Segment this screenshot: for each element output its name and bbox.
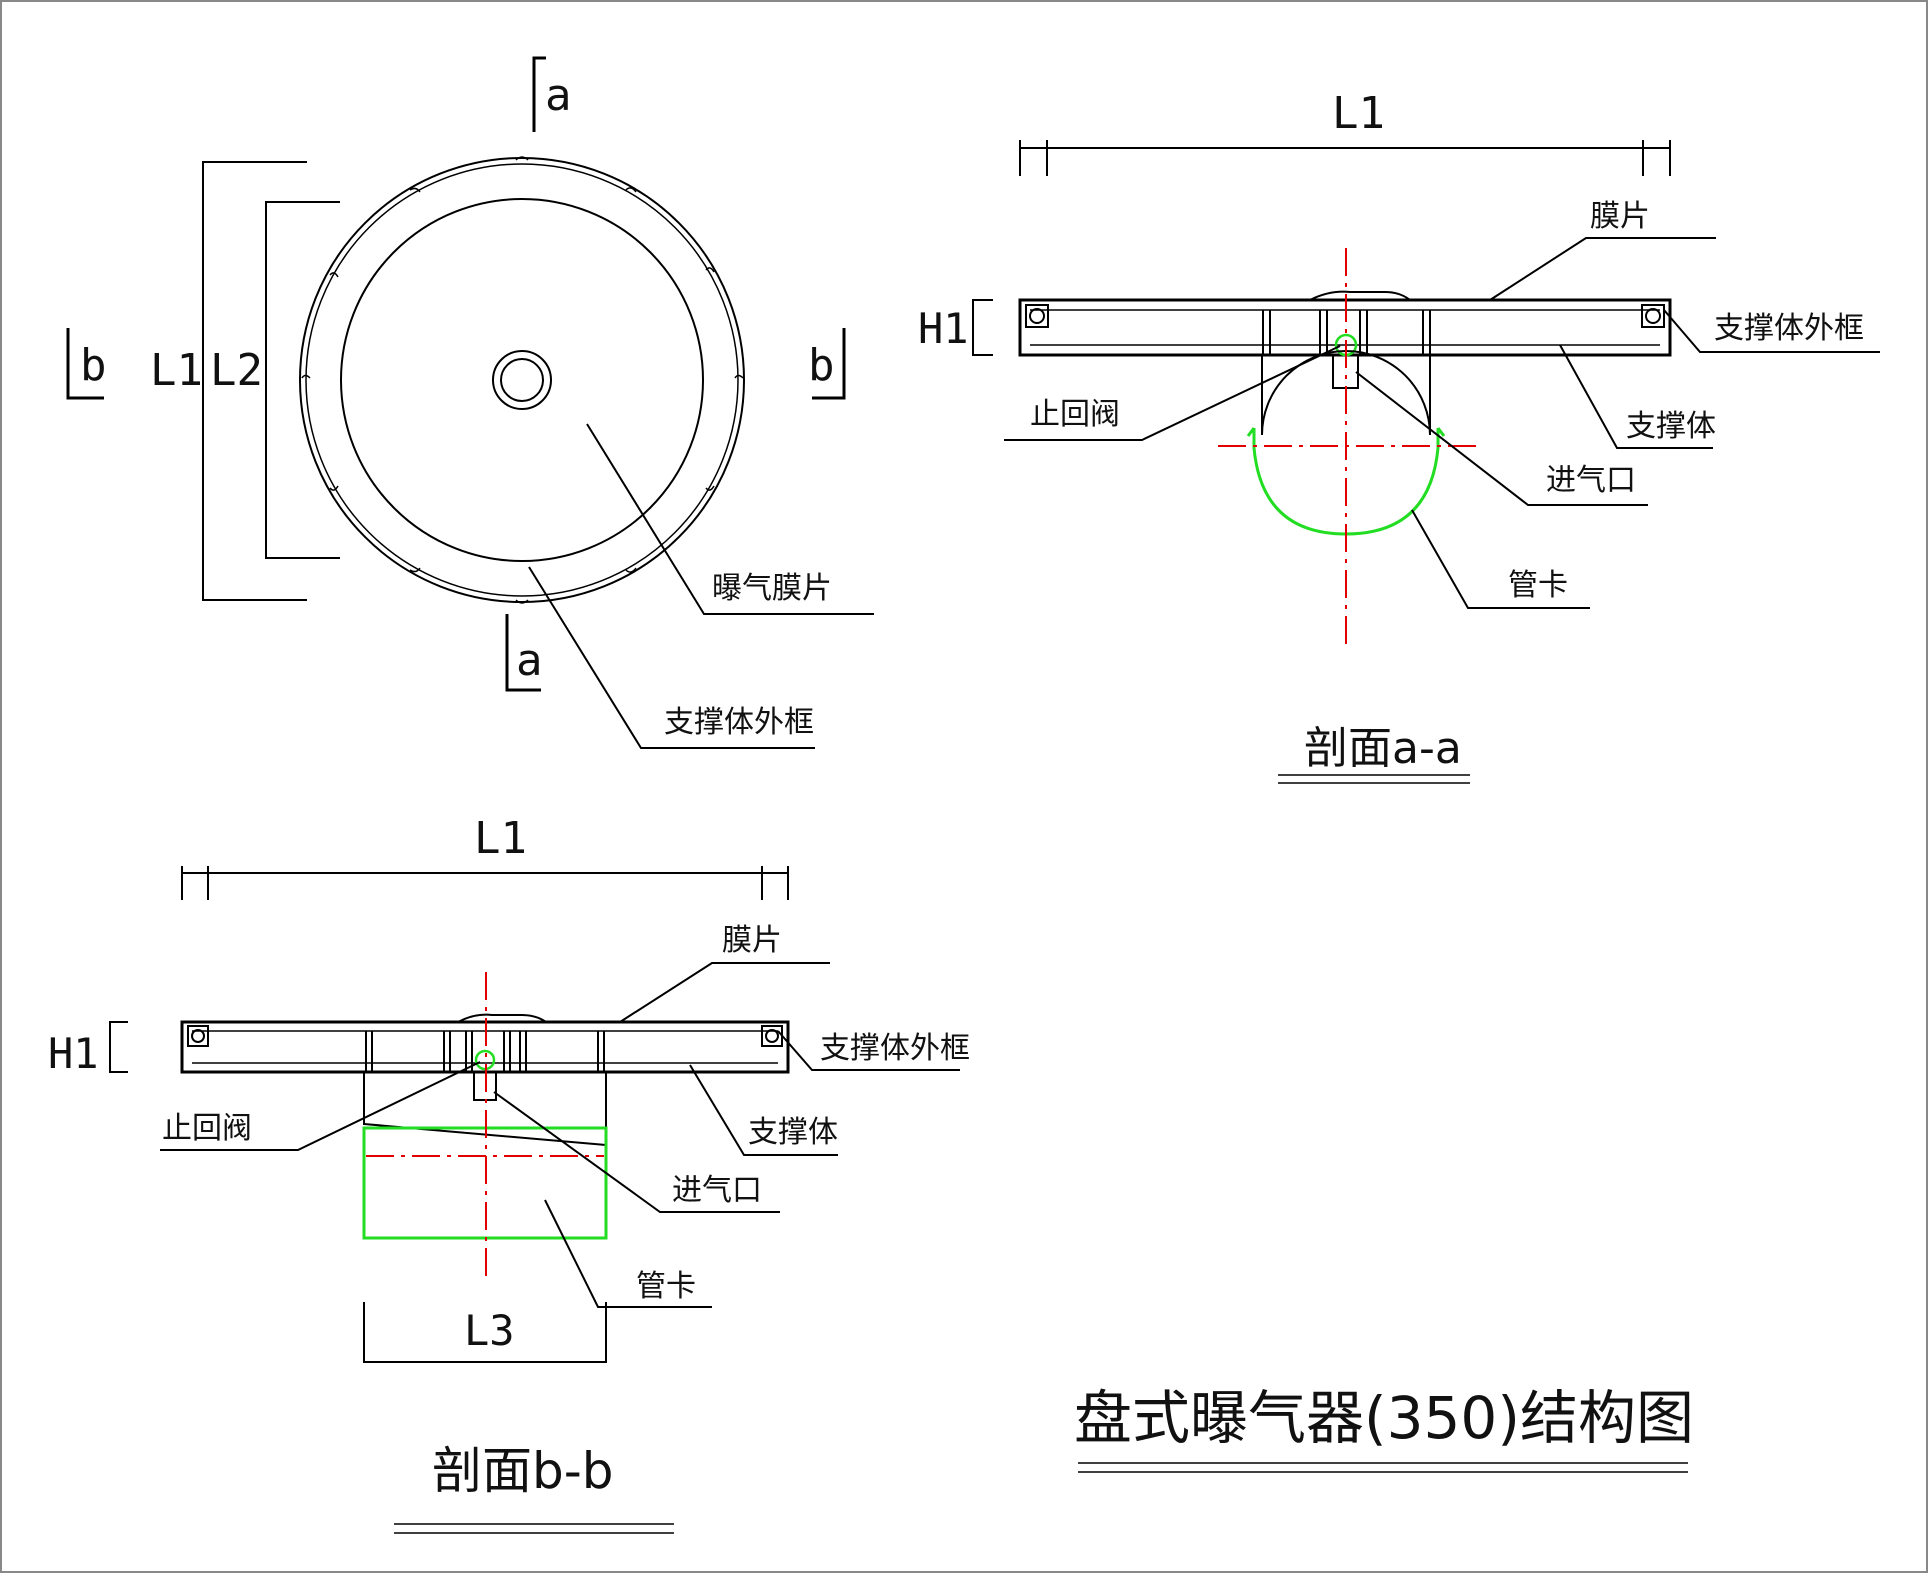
aa-dim-h1-label: H1 [918,304,969,353]
bb-leader-pipe-clamp [544,1199,712,1308]
label-membrane: 曝气膜片 [712,571,832,606]
aa-leader-support [1559,344,1713,449]
bb-dim-l3-bracket [363,1302,607,1363]
section-b-left-marker [66,328,104,400]
aa-label-pipe-clamp: 管卡 [1508,568,1568,603]
aa-membrane-bulge [1309,290,1411,301]
aa-dim-l1-label: L1 [1332,88,1385,139]
bb-dim-l1-label: L1 [474,813,527,864]
dim-l1-label: L1 [150,345,203,396]
bb-membrane-bulge [457,1013,547,1023]
section-b-left-label: b [80,340,107,391]
bb-leader-check-valve [160,1061,481,1151]
center-hub-inner [500,358,544,402]
aa-label-check-valve: 止回阀 [1030,397,1120,432]
aa-leader-check-valve [1004,345,1341,441]
bb-dim-h1-label: H1 [48,1029,99,1078]
section-aa: L1 H1 膜片 [918,88,1880,784]
bb-leader-support [689,1064,838,1156]
dim-l1-bracket [202,161,307,601]
label-outer-frame: 支撑体外框 [664,705,814,740]
aa-dim-h1-bracket [972,299,993,356]
bb-dim-h1-bracket [109,1021,128,1073]
section-a-top-label: a [545,70,572,121]
plan-view: L1 L2 a a b b 曝气膜片 支撑体外框 [66,56,874,749]
aa-label-support: 支撑体 [1626,409,1716,444]
bb-label-outer-frame: 支撑体外框 [820,1031,970,1066]
center-hub-outer [492,350,552,410]
aa-caption: 剖面a-a [1304,723,1462,774]
bb-label-pipe-clamp: 管卡 [636,1269,696,1304]
leader-outer-frame [528,566,815,749]
aa-leader-air-inlet [1355,371,1648,506]
aa-label-air-inlet: 进气口 [1546,463,1636,498]
section-a-bottom-label: a [516,635,543,686]
bb-leader-membrane [619,962,830,1023]
section-a-bottom-marker [505,614,541,692]
bb-caption: 剖面b-b [432,1442,614,1500]
aa-label-outer-frame: 支撑体外框 [1714,311,1864,346]
section-a-top-marker [532,56,546,132]
section-b-right-label: b [808,340,835,391]
bb-label-check-valve: 止回阀 [162,1111,252,1146]
section-bb: L1 H1 L3 膜片 [48,813,970,1534]
leader-membrane [586,423,874,615]
dim-l2-label: L2 [210,345,263,396]
membrane-circle [340,198,704,562]
drawing-title: 盘式曝气器(350)结构图 [1074,1384,1694,1452]
aa-leader-pipe-clamp [1411,509,1590,609]
rim-notches [301,156,744,604]
bb-leader-air-inlet [493,1091,780,1213]
aa-label-membrane: 膜片 [1590,199,1650,234]
bb-label-air-inlet: 进气口 [672,1173,762,1208]
bb-leader-outer-frame [777,1030,960,1071]
section-b-right-marker [812,328,846,400]
outer-frame-circle [299,157,745,603]
outer-frame-inner-circle [305,163,739,597]
bb-dim-l3-label: L3 [464,1306,515,1355]
aa-leader-outer-frame [1663,309,1880,353]
bb-label-membrane: 膜片 [722,923,782,958]
bb-label-support: 支撑体 [748,1115,838,1150]
dim-l2-bracket [265,201,340,559]
aa-leader-membrane [1489,237,1716,301]
